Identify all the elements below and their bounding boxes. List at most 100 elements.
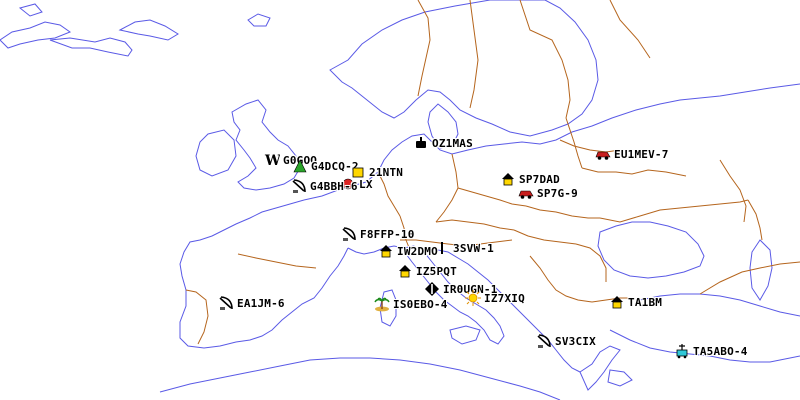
station-sp7dad[interactable]: SP7DAD [500, 171, 560, 187]
coastline-greece [579, 345, 633, 391]
station-label: EU1MEV-7 [614, 147, 669, 161]
coastline-caspian [749, 239, 773, 301]
station-label: EA1JM-6 [237, 296, 285, 310]
station-3svw-1[interactable]: 3SVW-1 [434, 240, 494, 256]
coastline-scandinavia [329, 0, 599, 137]
border-balkans [529, 255, 593, 303]
station-is0ebo-4[interactable]: IS0EBO-4 [374, 296, 448, 312]
station-ea1jm-6[interactable]: EA1JM-6 [218, 295, 285, 311]
digipeater-icon [292, 158, 308, 174]
border-germany-poland [435, 153, 459, 223]
station-ir0ugn-1[interactable]: IR0UGN-1 [424, 281, 498, 297]
border-austria [400, 239, 513, 247]
border-bulgaria [591, 297, 632, 303]
station-label: IR0UGN-1 [443, 282, 498, 296]
station-label: IZ5PQT [416, 264, 457, 278]
station-label: TA5ABO-4 [693, 344, 748, 358]
border-norway-sweden [417, 0, 431, 97]
station-label: OZ1MAS [432, 136, 473, 150]
coastline-turkey [639, 293, 800, 317]
border-belarus [581, 167, 687, 177]
station-lx[interactable]: LX [340, 176, 373, 192]
border-france-spain [237, 253, 317, 269]
station-g4bbh-6[interactable]: G4BBH-6 [291, 178, 358, 194]
station-label: SV3CIX [555, 334, 596, 348]
coastline-black-sea [597, 221, 705, 279]
dish-antenna-icon [341, 226, 357, 242]
border-slovakia-hungary [513, 229, 577, 245]
coastline-north-africa [159, 357, 561, 400]
border-romania [575, 243, 607, 282]
station-label: G4DCQ-2 [311, 159, 359, 173]
station-iz5pqt[interactable]: IZ5PQT [397, 263, 457, 279]
station-label: IS0EBO-4 [393, 297, 448, 311]
border-russia-north [609, 0, 651, 59]
car-icon [518, 185, 534, 201]
border-finland-russia [519, 0, 571, 119]
station-ta5abo-4[interactable]: TA5ABO-4 [674, 343, 748, 359]
svg-text:W: W [264, 153, 280, 168]
house-icon [397, 263, 413, 279]
border-russia-belarus [559, 139, 621, 153]
coastline-uk [231, 99, 301, 191]
house-icon [500, 171, 516, 187]
station-ta1bm[interactable]: TA1BM [609, 294, 662, 310]
diamond-icon [424, 281, 440, 297]
digipeater-icon [340, 176, 356, 192]
coastline-adriatic [437, 249, 581, 373]
station-f8ffp-10[interactable]: F8FFP-10 [341, 226, 415, 242]
dish-antenna-icon [536, 333, 552, 349]
border-ukraine-east [719, 159, 747, 223]
border-benelux [377, 171, 401, 217]
coastline-iberia [179, 199, 349, 349]
station-label: TA1BM [628, 295, 663, 309]
house-icon [378, 243, 394, 259]
station-label: SP7DAD [519, 172, 560, 186]
station-oz1mas[interactable]: OZ1MAS [413, 135, 473, 151]
island-icon [374, 296, 390, 312]
station-21ntn[interactable]: 21NTN [350, 164, 403, 180]
wx-station-icon: W [264, 152, 280, 168]
border-caucasus [747, 199, 763, 241]
border-ukraine [599, 199, 749, 223]
station-label: IZ7XIQ [484, 291, 525, 305]
station-iz7xiq[interactable]: IZ7XIQ [465, 290, 525, 306]
border-baltic-states [565, 117, 583, 169]
station-label: SP7G-9 [537, 186, 578, 200]
station-sp7g-9[interactable]: SP7G-9 [518, 185, 578, 201]
border-france-germany [399, 215, 411, 251]
dish-antenna-icon [291, 178, 307, 194]
station-label: LX [359, 177, 373, 191]
coastline-anatolia-south [609, 329, 800, 363]
station-g4dcq-2[interactable]: G4DCQ-2 [292, 158, 359, 174]
coastline-france-med [347, 245, 415, 255]
station-label: 21NTN [369, 165, 404, 179]
station-label: IW2DMO [397, 244, 438, 258]
phone-icon [413, 135, 429, 151]
coastline-baltic [427, 103, 459, 149]
border-spain-portugal [185, 289, 209, 345]
station-sv3cix[interactable]: SV3CIX [536, 333, 596, 349]
border-poland-south [525, 205, 600, 219]
tower-icon [674, 343, 690, 359]
dish-antenna-icon [218, 295, 234, 311]
digipeater-icon [350, 164, 366, 180]
digipeater-icon [434, 240, 450, 256]
border-sweden-finland [469, 0, 479, 109]
station-label: F8FFP-10 [360, 227, 415, 241]
station-iw2dmo[interactable]: IW2DMO [378, 243, 438, 259]
coastline-arctic [0, 3, 271, 57]
border-germany-east [457, 187, 527, 207]
sun-icon [465, 290, 481, 306]
station-eu1mev-7[interactable]: EU1MEV-7 [595, 146, 669, 162]
coastline-sicily [449, 325, 481, 345]
border-turkey-east [699, 261, 800, 295]
border-czech [435, 219, 515, 231]
station-label: 3SVW-1 [453, 241, 494, 255]
house-icon [609, 294, 625, 310]
car-icon [595, 146, 611, 162]
station-label: G4BBH-6 [310, 179, 358, 193]
coastline-ireland [195, 129, 237, 177]
